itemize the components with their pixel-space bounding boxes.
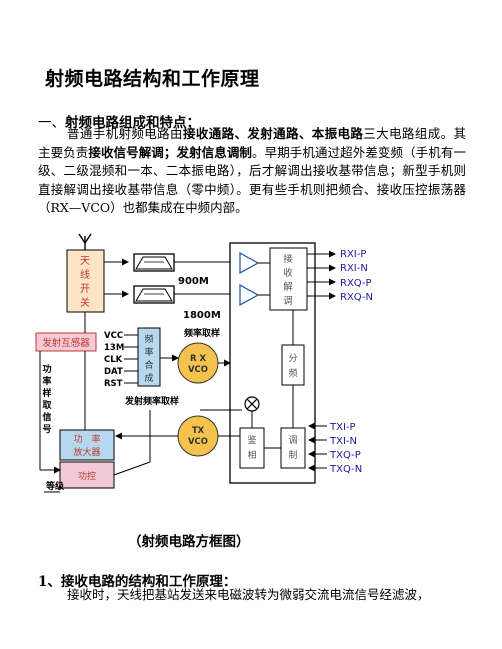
tx-in-txq-n: TXQ-N bbox=[329, 464, 362, 475]
synthesizer-label: 频 率 合 成 bbox=[144, 333, 153, 384]
rx-out-rxq-p: RXQ-P bbox=[340, 278, 372, 289]
modulator-box bbox=[280, 427, 306, 469]
svg-text:频: 频 bbox=[288, 367, 297, 379]
divider-box bbox=[281, 344, 305, 386]
svg-text:放大器: 放大器 bbox=[73, 446, 100, 458]
tx-in-txq-p: TXQ-P bbox=[329, 450, 361, 461]
svg-text:制: 制 bbox=[288, 449, 297, 461]
ctl-vcc: VCC bbox=[104, 331, 123, 341]
para1-bold-2: 接收信号解调；发射信息调制 bbox=[88, 144, 253, 160]
antenna-icon bbox=[78, 233, 92, 250]
svg-text:样: 样 bbox=[42, 387, 51, 399]
power-amplifier-label: 功 率 放大器 bbox=[73, 433, 100, 458]
svg-text:号: 号 bbox=[42, 424, 51, 435]
demodulator-label: 接 收 解 调 bbox=[283, 253, 293, 307]
svg-text:R X: R X bbox=[190, 354, 207, 364]
level-label: 等级 bbox=[45, 480, 65, 492]
freq-sample-label: 频率取样 bbox=[184, 327, 220, 339]
filter-1800m bbox=[133, 285, 175, 304]
rx-out-rxq-n: RXQ-N bbox=[340, 292, 373, 303]
rx-out-rxi-n: RXI-N bbox=[340, 263, 368, 274]
svg-text:功 率: 功 率 bbox=[73, 433, 100, 445]
tx-coupler-box bbox=[35, 332, 97, 352]
ctl-clk: CLK bbox=[104, 355, 123, 365]
rx-vco-label: R X VCO bbox=[188, 354, 208, 375]
svg-text:线: 线 bbox=[80, 268, 90, 281]
section-1-heading: 一、射频电路组成和特点： bbox=[38, 111, 200, 131]
svg-text:合: 合 bbox=[144, 359, 153, 371]
paragraph-1: 普通手机射频电路由接收通路、发射通路、本振电路三大电路组成。其主要负责接收信号解… bbox=[38, 125, 466, 218]
svg-text:开: 开 bbox=[80, 284, 90, 295]
paragraph-2: 接收时，天线把基站发送来电磁波转为微弱交流电流信号经滤波， bbox=[67, 587, 430, 602]
svg-text:调: 调 bbox=[283, 296, 293, 307]
svg-text:频: 频 bbox=[144, 333, 153, 345]
svg-text:信: 信 bbox=[42, 411, 51, 423]
svg-text:天: 天 bbox=[80, 256, 90, 267]
page-title: 射频电路结构和工作原理 bbox=[45, 68, 260, 90]
lna-900-icon bbox=[239, 251, 260, 275]
tx-in-txi-p: TXI-P bbox=[329, 422, 356, 433]
svg-text:关: 关 bbox=[80, 296, 90, 309]
tx-in-txi-n: TXI-N bbox=[329, 436, 357, 447]
svg-text:分: 分 bbox=[288, 353, 297, 364]
tx-vco-circle bbox=[177, 415, 219, 457]
section-2-number: 1、 bbox=[38, 574, 61, 590]
power-sample-label: 功 率 样 取 信 号 bbox=[42, 363, 52, 435]
svg-text:调: 调 bbox=[288, 435, 297, 446]
section-2-title: 接收电路的结构和工作原理： bbox=[60, 574, 237, 590]
lna-1800-icon bbox=[239, 283, 260, 307]
svg-text:TX: TX bbox=[192, 426, 205, 436]
label-1800m: 1800M bbox=[183, 310, 221, 321]
tx-freq-sample-label: 发射频率取样 bbox=[124, 395, 179, 407]
phase-detector-label: 鉴 相 bbox=[247, 434, 256, 461]
para1-text-3: 。早期手机通过超外差变频（手机有一级、二级混频和一本、二本振电路），后才解调出接… bbox=[38, 144, 466, 216]
demodulator-box bbox=[269, 247, 308, 311]
svg-text:取: 取 bbox=[42, 400, 52, 411]
svg-text:相: 相 bbox=[247, 449, 256, 461]
ctl-rst: RST bbox=[104, 379, 123, 389]
para1-text-1: 普通手机射频电路由 bbox=[67, 126, 183, 141]
svg-text:解: 解 bbox=[283, 281, 293, 293]
svg-text:VCO: VCO bbox=[188, 365, 208, 375]
rx-out-rxi-p: RXI-P bbox=[340, 249, 366, 260]
para1-text-2: 三大电路组成。其主要负责 bbox=[38, 126, 466, 160]
phase-detector-box bbox=[239, 427, 265, 469]
tx-vco-label: TX VCO bbox=[188, 426, 208, 447]
power-amplifier-box bbox=[59, 429, 115, 461]
svg-text:成: 成 bbox=[144, 372, 153, 384]
svg-text:接: 接 bbox=[283, 253, 293, 265]
svg-text:率: 率 bbox=[144, 346, 153, 358]
power-control-label: 功控 bbox=[78, 470, 96, 482]
antenna-switch-box bbox=[66, 249, 105, 313]
svg-text:率: 率 bbox=[42, 375, 51, 387]
svg-text:收: 收 bbox=[283, 267, 293, 279]
divider-label: 分 频 bbox=[288, 353, 297, 379]
ctl-13m: 13M bbox=[104, 343, 124, 353]
svg-text:鉴: 鉴 bbox=[247, 434, 256, 446]
tx-coupler-label: 发射互感器 bbox=[42, 337, 90, 349]
synthesizer-box bbox=[137, 327, 161, 387]
diagram-caption: （射频电路方框图） bbox=[128, 534, 250, 550]
section-2-heading: 1、接收电路的结构和工作原理： bbox=[38, 570, 236, 590]
section-1-number: 一、 bbox=[38, 115, 65, 131]
section-1-title: 射频电路组成和特点： bbox=[65, 115, 200, 131]
para1-bold-1: 接收通路、发射通路、本振电路 bbox=[182, 126, 364, 141]
label-900m: 900M bbox=[178, 276, 209, 287]
svg-text:VCO: VCO bbox=[188, 437, 208, 447]
modulator-label: 调 制 bbox=[288, 435, 297, 461]
svg-text:功: 功 bbox=[42, 363, 51, 375]
ctl-dat: DAT bbox=[104, 367, 123, 377]
antenna-switch-label: 天 线 开 关 bbox=[80, 256, 90, 309]
filter-900m bbox=[133, 253, 175, 272]
